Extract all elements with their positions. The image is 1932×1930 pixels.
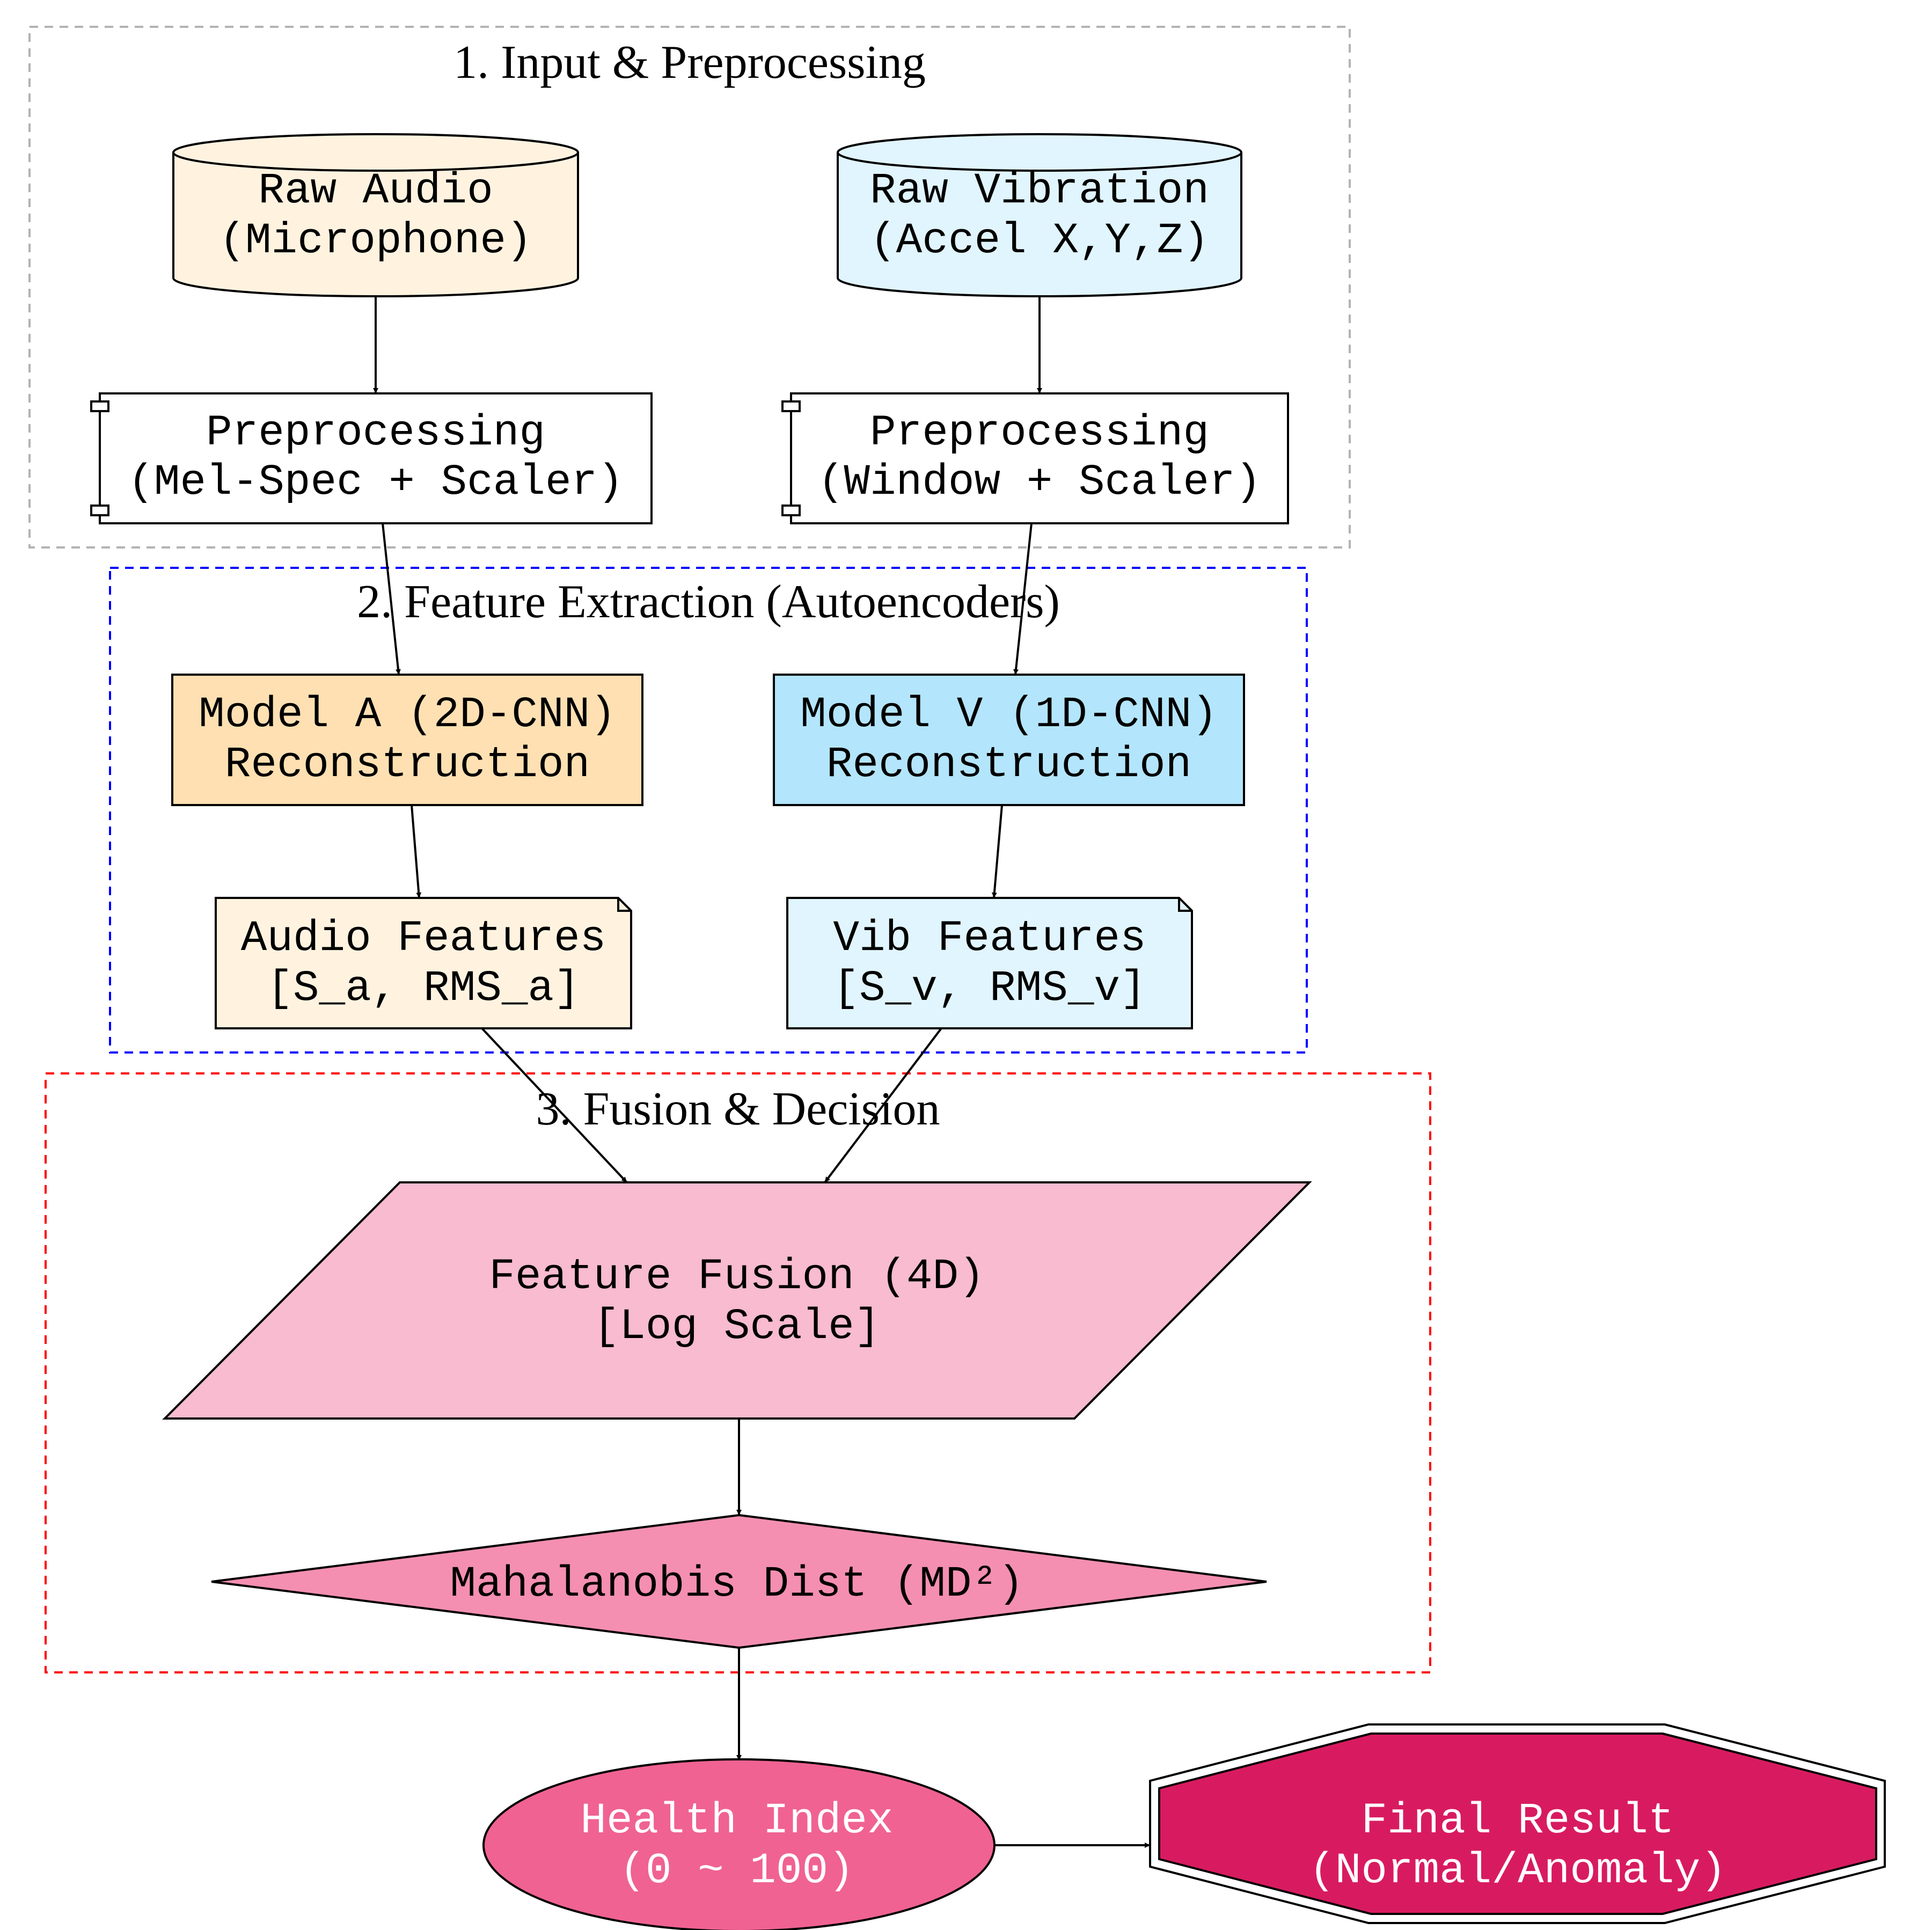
audio-features-label-2: [S_a, RMS_a]	[267, 964, 580, 1013]
database-cylinder-icon	[837, 133, 1242, 297]
raw-audio-label-2: (Microphone)	[219, 217, 532, 266]
database-cylinder-icon	[172, 133, 579, 297]
feature-fusion-label-2: [Log Scale]	[594, 1303, 881, 1351]
mahalanobis-node: Mahalanobis Dist (MD²)	[211, 1514, 1267, 1649]
cylinder-rim	[837, 152, 1242, 172]
parallelogram-shape	[162, 1181, 1312, 1420]
cluster-fusion-decision: 3. Fusion & Decision	[45, 1072, 1431, 1673]
preprocessing-vibration-label-1: Preprocessing	[870, 409, 1209, 458]
note-icon	[786, 897, 1193, 1029]
preprocessing-vibration-label-2: (Window + Scaler)	[818, 458, 1261, 507]
vib-features-node: Vib Features [S_v, RMS_v]	[786, 897, 1193, 1029]
feature-fusion-label-1: Feature Fusion (4D)	[489, 1253, 985, 1302]
note-fold	[1178, 898, 1192, 912]
edge-vib-features-to-fusion	[824, 1027, 942, 1183]
raw-vibration-label-1: Raw Vibration	[870, 167, 1209, 216]
health-index-label-1: Health Index	[580, 1797, 893, 1846]
component-tab-icon	[781, 400, 801, 412]
model-v-box	[773, 674, 1245, 806]
audio-features-node: Audio Features [S_a, RMS_a]	[215, 897, 632, 1029]
model-v-label-2: Reconstruction	[826, 741, 1192, 789]
cluster-fusion-title: 3. Fusion & Decision	[536, 1083, 940, 1135]
raw-audio-label-1: Raw Audio	[258, 167, 493, 216]
component-tab-icon	[781, 505, 801, 516]
note-icon	[215, 897, 632, 1029]
octagon-outer-border	[1149, 1723, 1886, 1924]
edges	[373, 295, 1150, 1848]
edge-model-a-to-audio-features	[411, 805, 422, 898]
cluster-input-title: 1. Input & Preprocessing	[453, 36, 926, 89]
vib-features-label-2: [S_v, RMS_v]	[833, 964, 1146, 1013]
final-result-label-2: (Normal/Anomaly)	[1309, 1847, 1726, 1896]
cluster-feature-extraction: 2. Feature Extraction (Autoencoders)	[109, 567, 1308, 1054]
model-a-box	[171, 674, 643, 806]
model-a-label-1: Model A (2D-CNN)	[199, 691, 616, 740]
model-a-node: Model A (2D-CNN) Reconstruction	[171, 674, 643, 806]
cluster-features-title: 2. Feature Extraction (Autoencoders)	[357, 576, 1060, 628]
octagon-shape	[1158, 1732, 1877, 1915]
model-v-node: Model V (1D-CNN) Reconstruction	[773, 674, 1245, 806]
mahalanobis-label: Mahalanobis Dist (MD²)	[450, 1560, 1023, 1609]
edge-audio-features-to-fusion	[481, 1027, 628, 1183]
raw-vibration-node: Raw Vibration (Accel X,Y,Z)	[837, 133, 1242, 297]
feature-fusion-node: Feature Fusion (4D) [Log Scale]	[162, 1181, 1312, 1420]
edge-model-v-to-vib-features	[991, 805, 1003, 898]
diamond-shape	[211, 1514, 1267, 1649]
raw-audio-node: Raw Audio (Microphone)	[172, 133, 579, 297]
component-box	[99, 392, 653, 524]
final-result-node: Final Result (Normal/Anomaly)	[1149, 1723, 1886, 1924]
model-a-label-2: Reconstruction	[225, 741, 590, 789]
cluster-input-preprocessing: 1. Input & Preprocessing	[28, 26, 1351, 549]
component-tab-icon	[90, 505, 109, 516]
preprocessing-audio-node: Preprocessing (Mel-Spec + Scaler)	[90, 392, 653, 524]
component-box	[790, 392, 1289, 524]
health-index-node: Health Index (0 ~ 100)	[482, 1758, 996, 1930]
audio-features-label-1: Audio Features	[241, 915, 606, 963]
health-index-label-2: (0 ~ 100)	[619, 1847, 854, 1896]
edge-preprocessing-to-model-a	[382, 523, 401, 675]
note-fold	[617, 898, 631, 912]
raw-vibration-label-2: (Accel X,Y,Z)	[870, 217, 1209, 266]
edge-preprocessing-to-model-v	[1013, 523, 1033, 675]
preprocessing-audio-label-1: Preprocessing	[206, 409, 545, 458]
vib-features-label-1: Vib Features	[833, 915, 1146, 963]
preprocessing-audio-label-2: (Mel-Spec + Scaler)	[128, 458, 624, 507]
preprocessing-vibration-node: Preprocessing (Window + Scaler)	[781, 392, 1289, 524]
final-result-label-1: Final Result	[1361, 1797, 1674, 1846]
cylinder-rim	[172, 152, 579, 172]
cluster-input-border	[28, 26, 1351, 549]
ellipse-shape	[482, 1758, 996, 1930]
component-tab-icon	[90, 400, 109, 412]
model-v-label-1: Model V (1D-CNN)	[800, 691, 1218, 740]
